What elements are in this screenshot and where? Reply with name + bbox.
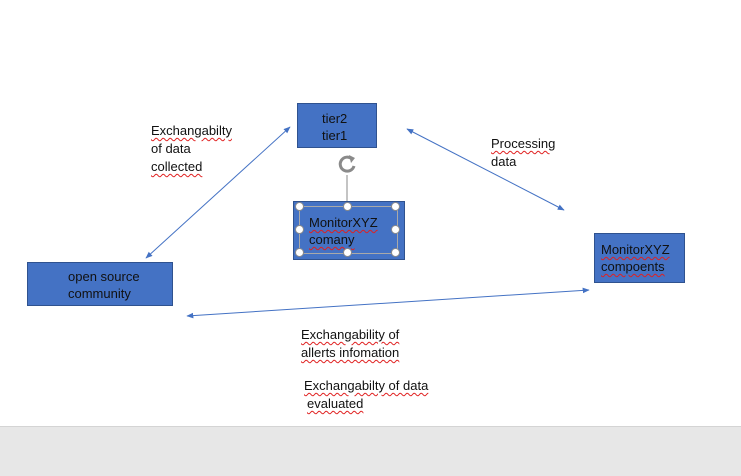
node-monitor-components-line2: compoents (601, 259, 665, 274)
resize-handle-bottom-left[interactable] (295, 248, 304, 257)
node-open-source-line1: open source (68, 269, 140, 284)
resize-handle-top-right[interactable] (391, 202, 400, 211)
label-processing-data-line1: Processing (491, 136, 556, 151)
label-alerts-information-line1: Exchangability of (301, 327, 400, 342)
edge-open-source-to-components (186, 287, 590, 319)
label-data-collected-line3: collected (151, 159, 203, 174)
resize-handle-bottom-middle[interactable] (343, 248, 352, 257)
node-monitor-components-line1: MonitorXYZ (601, 242, 670, 257)
label-data-evaluated-line2: evaluated (307, 396, 364, 411)
node-open-source-line2: community (68, 286, 131, 301)
resize-handle-bottom-right[interactable] (391, 248, 400, 257)
label-data-collected-line1: Exchangabilty (151, 123, 232, 138)
node-tier-line1: tier2 (322, 111, 348, 126)
node-monitor-company-line1: MonitorXYZ (309, 215, 378, 230)
node-monitor-company[interactable]: MonitorXYZ comany (293, 201, 405, 260)
rotate-handle-icon[interactable] (335, 152, 359, 176)
footer-bar (0, 426, 741, 476)
edge-tier-to-open-source (145, 126, 291, 259)
node-open-source[interactable]: open source community (27, 262, 173, 306)
label-data-evaluated: Exchangabilty of data evaluated (304, 377, 428, 413)
resize-handle-top-left[interactable] (295, 202, 304, 211)
resize-handle-middle-right[interactable] (391, 225, 400, 234)
label-alerts-information: Exchangability of allerts infomation (301, 326, 399, 362)
edge-tier-to-components (406, 128, 565, 211)
diagram-edges (145, 126, 590, 319)
node-monitor-company-line2: comany (309, 232, 355, 247)
label-alerts-information-line2: allerts infomation (301, 345, 400, 360)
label-data-evaluated-line1: Exchangabilty of data (304, 378, 429, 393)
node-monitor-components[interactable]: MonitorXYZ compoents (594, 233, 685, 283)
label-data-collected: Exchangabilty of data collected (151, 122, 232, 176)
label-data-collected-line2: of data (151, 141, 191, 156)
resize-handle-top-middle[interactable] (343, 202, 352, 211)
label-processing-data-line2: data (491, 154, 517, 169)
label-processing-data: Processing data (491, 135, 555, 171)
node-tier[interactable]: tier2 tier1 (297, 103, 377, 148)
resize-handle-middle-left[interactable] (295, 225, 304, 234)
diagram-canvas: tier2 tier1 MonitorXYZ comany open sourc… (27, 103, 685, 413)
node-tier-line2: tier1 (322, 128, 348, 143)
selection-frame (299, 206, 398, 254)
